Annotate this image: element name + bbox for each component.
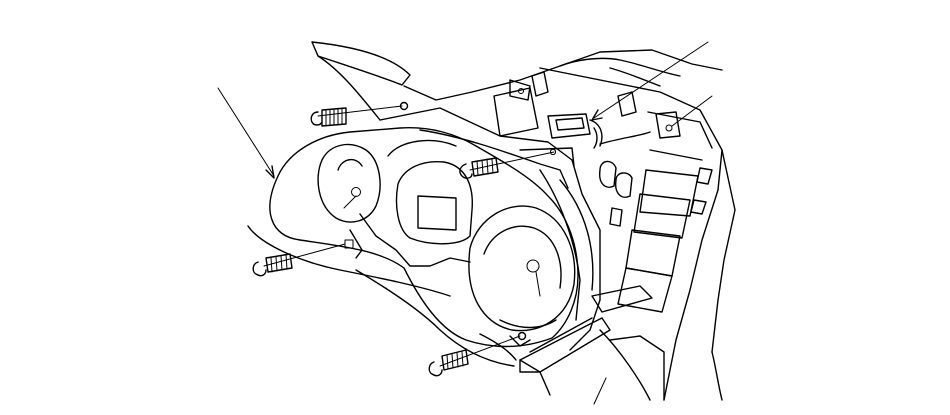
callout-bottom — [593, 377, 607, 405]
screw-bottom — [428, 331, 527, 377]
gauge-cluster — [247, 126, 579, 367]
callout-bracket-screw — [671, 95, 713, 127]
callout-lines — [217, 41, 713, 405]
electrical-connector — [547, 113, 603, 149]
center-display — [387, 139, 473, 245]
cluster-housing — [379, 107, 601, 351]
callout-connector — [591, 41, 709, 121]
screw-center — [459, 151, 555, 179]
screw-lower-left — [252, 243, 346, 277]
left-gauge — [317, 143, 381, 223]
dashboard-cowl — [311, 41, 723, 121]
screw-top-left — [310, 101, 409, 127]
mounting-bracket — [493, 67, 736, 401]
callout-gauge-cluster — [217, 87, 275, 179]
right-gauge — [468, 205, 576, 332]
